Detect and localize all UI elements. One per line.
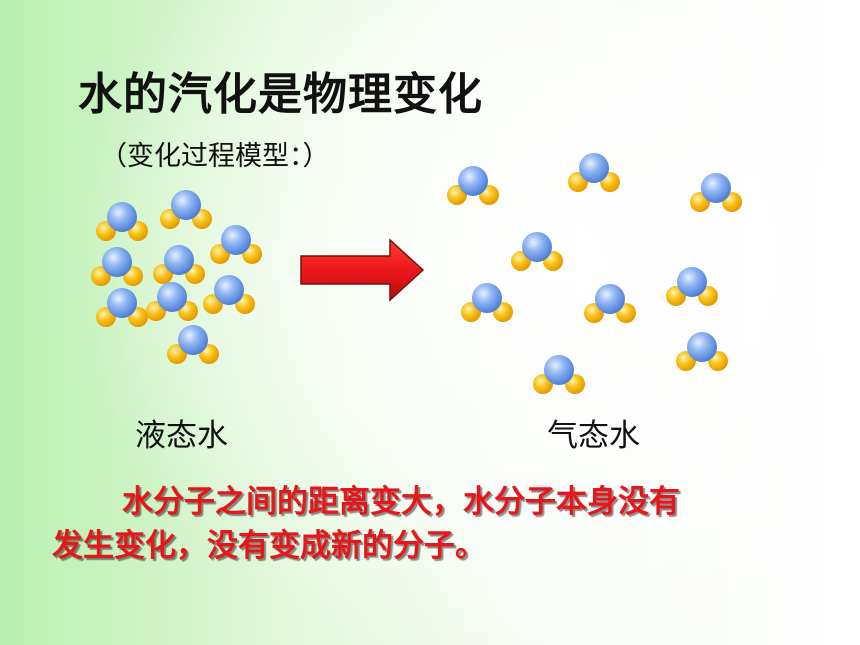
right-arrow-icon [300, 238, 425, 302]
conclusion-line-1: 水分子之间的距离变大，水分子本身没有 [122, 484, 680, 520]
oxygen-atom [164, 245, 194, 275]
water-molecule-icon [210, 225, 262, 264]
oxygen-atom [458, 166, 488, 196]
water-molecule-icon [568, 153, 620, 192]
oxygen-atom [579, 153, 609, 183]
slide-subtitle: （变化过程模型：） [100, 141, 330, 172]
water-molecule-icon [167, 325, 219, 364]
liquid-water-label: 液态水 [135, 418, 228, 454]
oxygen-atom [171, 190, 201, 220]
oxygen-atom [214, 275, 244, 305]
water-molecule-icon [96, 202, 148, 241]
liquid-water-molecules [91, 190, 262, 364]
oxygen-atom [221, 225, 251, 255]
gas-water-label: 气态水 [547, 418, 640, 454]
water-molecule-icon [160, 190, 212, 229]
water-molecule-icon [96, 288, 148, 327]
oxygen-atom [157, 282, 187, 312]
oxygen-atom [677, 267, 707, 297]
water-molecule-icon [666, 267, 718, 306]
oxygen-atom [701, 173, 731, 203]
oxygen-atom [522, 232, 552, 262]
oxygen-atom [178, 325, 208, 355]
water-molecule-icon [533, 355, 585, 394]
oxygen-atom [102, 247, 132, 277]
oxygen-atom [595, 284, 625, 314]
water-molecule-icon [584, 284, 636, 323]
conclusion-line-2: 发生变化，没有变成新的分子。 [52, 528, 486, 564]
water-molecule-icon [676, 332, 728, 371]
water-molecule-icon [461, 283, 513, 322]
gas-water-molecules [447, 153, 742, 394]
oxygen-atom [687, 332, 717, 362]
conclusion-text: 水分子之间的距离变大，水分子本身没有 发生变化，没有变成新的分子。 [52, 480, 842, 568]
water-molecule-icon [146, 282, 198, 321]
oxygen-atom [472, 283, 502, 313]
water-molecule-icon [203, 275, 255, 314]
slide-title: 水的汽化是物理变化 [78, 69, 483, 120]
water-molecule-icon [153, 245, 205, 284]
oxygen-atom [544, 355, 574, 385]
oxygen-atom [107, 202, 137, 232]
water-molecule-icon [690, 173, 742, 212]
water-molecule-icon [91, 247, 143, 286]
water-molecule-icon [511, 232, 563, 271]
water-molecule-icon [447, 166, 499, 205]
oxygen-atom [107, 288, 137, 318]
